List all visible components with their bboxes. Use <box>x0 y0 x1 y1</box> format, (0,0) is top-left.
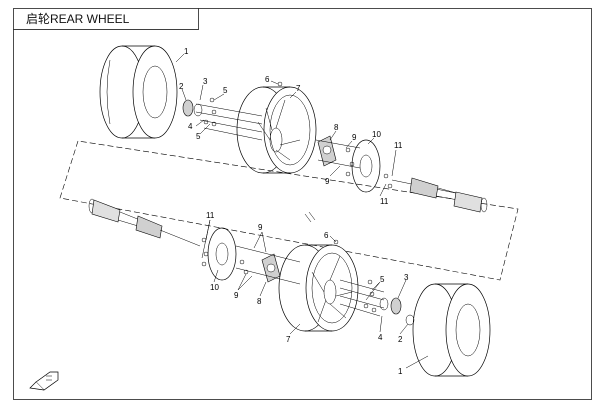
hub-bottom <box>235 245 301 285</box>
rim-bottom <box>278 244 359 332</box>
callout-9-bottom-b: 9 <box>234 291 239 300</box>
page-title: 启轮REAR WHEEL <box>26 12 130 26</box>
callout-3-bottom: 3 <box>404 273 409 282</box>
callout-5-top-a: 5 <box>223 86 228 95</box>
callout-9-top-b: 9 <box>325 177 330 186</box>
drive-shaft-bottom <box>88 198 201 247</box>
rim-top <box>236 86 317 174</box>
callout-5-bottom: 5 <box>380 275 385 284</box>
callout-8-top: 8 <box>334 123 339 132</box>
callout-11-top-b: 11 <box>380 197 389 206</box>
callout-11-bottom: 11 <box>206 211 215 220</box>
callout-7-top: 7 <box>296 84 301 93</box>
callout-9-bottom-a: 9 <box>258 223 263 232</box>
stud-lines-top <box>195 103 263 141</box>
hub-top <box>315 135 361 169</box>
callout-10-top: 10 <box>372 130 381 139</box>
tire-top <box>99 45 178 139</box>
callout-10-bottom: 10 <box>210 283 219 292</box>
axle-outline-dashed <box>59 140 519 281</box>
callout-6-bottom: 6 <box>324 231 329 240</box>
callout-6-top: 6 <box>265 75 270 84</box>
bolt-top <box>277 81 283 87</box>
brake-disc-bottom <box>201 227 249 281</box>
callout-4-top: 4 <box>188 122 193 131</box>
brake-disc-top <box>345 139 393 193</box>
callout-3-top: 3 <box>203 77 208 86</box>
callout-1-top: 1 <box>184 47 189 56</box>
diagram-border <box>13 8 592 400</box>
callout-5-top-b: 5 <box>196 132 201 141</box>
tire-bottom <box>412 283 491 377</box>
break-mark <box>304 211 316 223</box>
callout-2-top: 2 <box>179 82 184 91</box>
callout-7-bottom: 7 <box>286 335 291 344</box>
callout-1-bottom: 1 <box>398 367 403 376</box>
front-direction-arrow-icon <box>29 371 59 391</box>
leader-lines <box>175 53 429 369</box>
bolt-bottom <box>333 239 339 245</box>
drive-shaft-top <box>391 177 488 213</box>
callout-4-bottom: 4 <box>378 333 383 342</box>
title-box: 启轮REAR WHEEL <box>13 8 199 30</box>
callout-2-bottom: 2 <box>398 335 403 344</box>
callout-11-top-a: 11 <box>394 141 403 150</box>
hub-cap-bottom <box>379 297 415 326</box>
callout-8-bottom: 8 <box>257 297 262 306</box>
hub-cap-top <box>182 97 217 127</box>
callout-9-top-a: 9 <box>352 133 357 142</box>
